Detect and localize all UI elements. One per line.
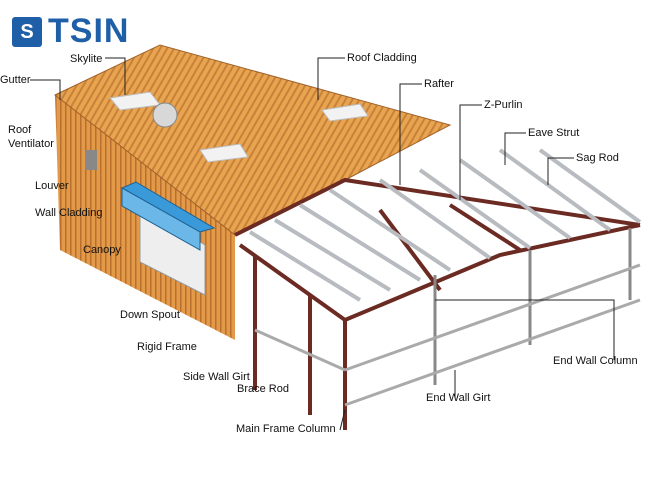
- logo-icon: S: [12, 16, 42, 47]
- label-roof-ventilator-1: Roof: [8, 124, 32, 136]
- label-down-spout: Down Spout: [120, 309, 180, 321]
- logo-text: TSIN: [48, 12, 130, 50]
- label-eave-strut: Eave Strut: [528, 127, 580, 139]
- label-sag-rod: Sag Rod: [576, 152, 619, 164]
- label-end-wall-girt: End Wall Girt: [426, 392, 491, 404]
- label-brace-rod: Brace Rod: [237, 383, 289, 395]
- leader-lines: [30, 57, 615, 431]
- label-louver: Louver: [35, 180, 69, 192]
- skylite: [321, 103, 369, 122]
- roof-cladding: [54, 44, 452, 236]
- roof-ventilator: [152, 102, 178, 128]
- canopy-front: [121, 187, 201, 251]
- label-main-frame-column: Main Frame Column: [236, 423, 336, 435]
- label-side-wall-girt: Side Wall Girt: [183, 371, 250, 383]
- skylite: [199, 143, 249, 163]
- label-end-wall-column: End Wall Column: [553, 355, 638, 367]
- label-rafter: Rafter: [424, 78, 454, 90]
- label-canopy: Canopy: [83, 244, 121, 256]
- logo: S TSIN: [12, 12, 129, 51]
- label-roof-cladding: Roof Cladding: [347, 52, 417, 64]
- label-rigid-frame: Rigid Frame: [137, 341, 197, 353]
- label-wall-cladding: Wall Cladding: [35, 207, 103, 219]
- end-wall-columns: [433, 228, 632, 385]
- label-skylite: Skylite: [70, 53, 103, 65]
- z-purlins: [248, 148, 642, 302]
- label-roof-ventilator-2: Ventilator: [8, 138, 54, 150]
- end-wall-girts: [254, 263, 641, 407]
- label-gutter: Gutter: [0, 74, 31, 86]
- label-z-purlin: Z-Purlin: [484, 99, 523, 111]
- louver: [85, 150, 97, 170]
